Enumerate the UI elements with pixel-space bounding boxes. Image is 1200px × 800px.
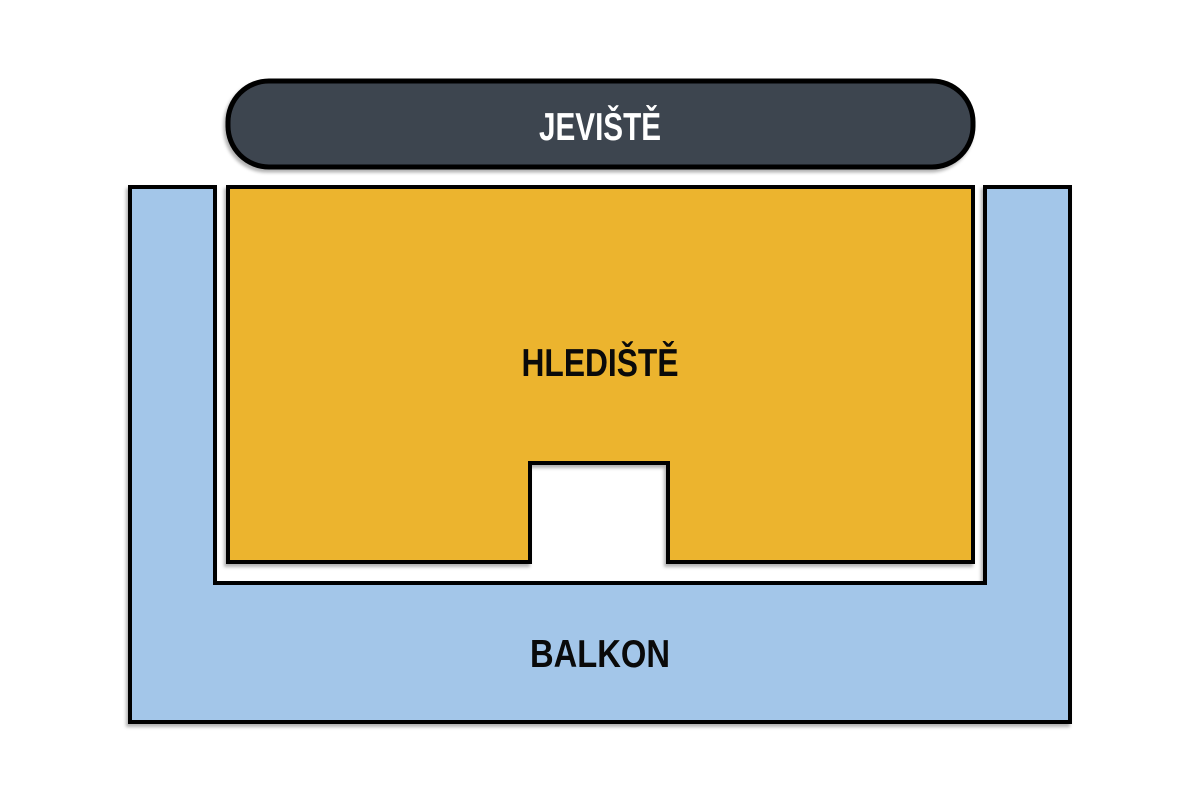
balcony-shape [128,185,1072,724]
stage-shape [225,78,976,170]
auditorium-label: HLEDIŠTĚ [522,340,679,385]
balcony-label: BALKON [530,633,670,676]
auditorium-shape [226,185,975,564]
stage-label: JEVIŠTĚ [539,104,661,149]
